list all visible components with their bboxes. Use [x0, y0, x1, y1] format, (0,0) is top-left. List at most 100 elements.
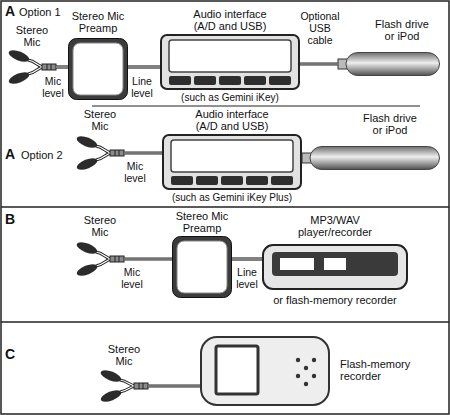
player-body [263, 245, 407, 289]
flash-drive-shape [338, 52, 440, 76]
speaker-dot [296, 374, 300, 378]
audio-interface: Audio interface (A/D and USB)(such as Ge… [162, 134, 302, 190]
mic-capsule [99, 368, 123, 385]
node-heading: Flash drive or iPod [360, 112, 420, 136]
interface-button [194, 76, 216, 85]
node-heading: Stereo Mic Preamp [168, 210, 236, 234]
section-letter: B [5, 211, 15, 227]
signal-level-label: Mic level [36, 75, 70, 99]
interface-body [163, 135, 301, 189]
recorder-body [201, 337, 329, 405]
mic-plug [42, 64, 56, 70]
mic-capsule [99, 388, 123, 405]
plug-band [139, 383, 140, 389]
signal-level-label: Line level [125, 75, 159, 99]
mic-plug [110, 256, 124, 262]
flash-drive: Flash drive or iPod [302, 146, 440, 170]
cable-connector [124, 153, 162, 154]
option-label: Option 2 [21, 149, 63, 162]
flash-recorder: Flash-memory recorder [200, 336, 330, 406]
flash-drive-shape [302, 146, 440, 170]
stereo-mic: Stereo Mic [76, 134, 124, 172]
node-note: (such as Gemini iKey Plus) [157, 192, 307, 203]
preamp-face [177, 241, 227, 293]
node-heading: Stereo Mic [76, 214, 124, 238]
signal-level-label: Optional USB cable [298, 10, 342, 46]
mp3-recorder: MP3/WAV player/recorderor flash-memory r… [262, 244, 408, 290]
preamp-body [173, 237, 232, 298]
cable-core [56, 66, 68, 67]
plug-band [143, 383, 144, 389]
cable-outline [148, 384, 200, 387]
node-heading: Stereo Mic Preamp [64, 10, 132, 34]
section-letter: A [5, 146, 15, 162]
cable-connector [124, 259, 172, 260]
cable-core [128, 66, 160, 67]
interface-button [269, 76, 291, 85]
speaker-dot [296, 358, 300, 362]
mic-preamp-shape [172, 236, 232, 298]
section-divider [1, 206, 449, 208]
mic-plug [134, 383, 148, 389]
stereo-mic-shape [76, 134, 124, 172]
stereo-mic: Stereo Mic [8, 48, 56, 86]
mic-plug [110, 150, 124, 156]
player-display [280, 258, 314, 270]
plug-band [47, 64, 48, 70]
speaker-dot [312, 374, 316, 378]
mic-preamp: Stereo Mic Preamp [68, 38, 128, 100]
signal-level-label: Mic level [118, 160, 152, 184]
mic-preamp-shape [68, 38, 128, 100]
cable-connector [128, 67, 160, 68]
interface-button [196, 176, 218, 185]
interface-button [169, 76, 191, 85]
player-display [324, 258, 346, 270]
cable-outline [300, 62, 338, 65]
node-note: or flash-memory recorder [262, 294, 408, 306]
interface-body [161, 35, 299, 89]
recorder-screen [216, 346, 258, 394]
stereo-mic: Stereo Mic [76, 240, 124, 278]
drive-body [346, 53, 440, 76]
node-heading: Flash drive or iPod [372, 18, 432, 42]
signal-level-label: Line level [230, 266, 264, 290]
cable-outline [56, 65, 68, 68]
interface-screen [169, 40, 291, 72]
node-heading: Audio interface (A/D and USB) [185, 8, 275, 32]
interface-button [271, 176, 293, 185]
node-heading: Stereo Mic [76, 108, 124, 132]
cable-outline [124, 151, 162, 154]
speaker-dot [312, 358, 316, 362]
mic-capsule [75, 156, 99, 173]
interface-button [171, 176, 193, 185]
audio-interface-shape [160, 34, 300, 90]
node-note: (such as Gemini iKey) [155, 92, 305, 103]
preamp-face [73, 43, 123, 95]
cable-connector [148, 386, 200, 387]
mic-capsule [75, 134, 99, 151]
interface-button [221, 176, 243, 185]
cable-connector [56, 67, 68, 68]
speaker-dot [304, 382, 308, 386]
cable-core [300, 63, 338, 64]
plug-band [115, 150, 116, 156]
mp3-recorder-shape [262, 244, 408, 290]
cable-outline [124, 257, 172, 260]
interface-button [219, 76, 241, 85]
mic-capsule [7, 48, 31, 65]
plug-band [119, 256, 120, 262]
option-divider [92, 106, 420, 107]
cable-core [148, 385, 200, 386]
section-divider [1, 321, 449, 323]
flash-drive: Flash drive or iPod [338, 52, 440, 76]
stereo-mic: Stereo Mic [100, 368, 148, 404]
mic-preamp: Stereo Mic Preamp [172, 236, 232, 298]
stereo-mic-shape [100, 368, 148, 404]
cable-outline [232, 257, 262, 260]
cable-outline [128, 65, 160, 68]
